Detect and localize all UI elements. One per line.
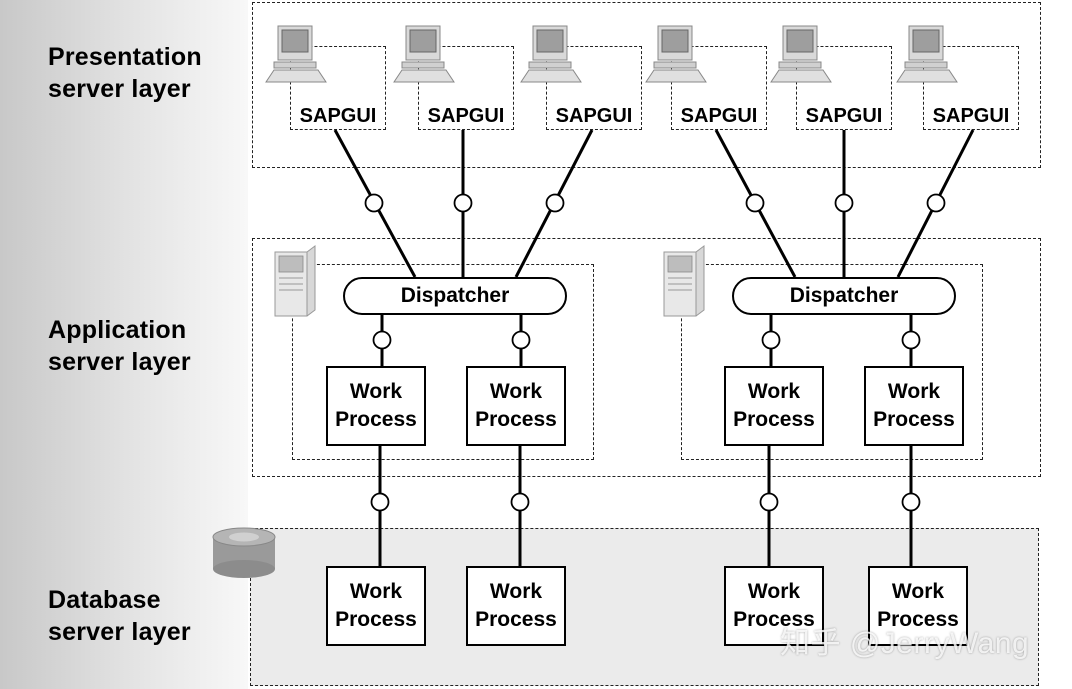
database-layer-label: Database server layer: [48, 586, 191, 646]
application-region: [252, 238, 1041, 477]
watermark: 知乎 @JerryWang: [780, 627, 1030, 660]
connector-node: [510, 492, 530, 512]
app-server-2-box: [681, 264, 983, 460]
connector-node: [901, 330, 921, 350]
server-icon: [663, 245, 705, 317]
connector-node: [372, 330, 392, 350]
connector-node: [370, 492, 390, 512]
computer-icon: [393, 25, 455, 83]
app-work-process-3: Work Process: [724, 366, 824, 446]
connector-node: [511, 330, 531, 350]
db-work-process-4: Work Process: [868, 566, 968, 646]
sapgui-label: SAPGUI: [299, 105, 377, 127]
presentation-layer-label: Presentation server layer: [48, 43, 202, 103]
app-work-process-2: Work Process: [466, 366, 566, 446]
presentation-region: [252, 2, 1041, 168]
connector-node: [761, 330, 781, 350]
app-work-process-4: Work Process: [864, 366, 964, 446]
connector-node: [745, 193, 765, 213]
computer-icon: [645, 25, 707, 83]
connector-node: [834, 193, 854, 213]
computer-icons: [265, 25, 958, 83]
computer-icon: [896, 25, 958, 83]
db-work-process-1: Work Process: [326, 566, 426, 646]
server-icon: [274, 245, 316, 317]
sapgui-label: SAPGUI: [427, 105, 505, 127]
dispatcher-2: Dispatcher: [732, 277, 956, 315]
left-label-band: [0, 0, 248, 689]
connector-node: [759, 492, 779, 512]
computer-icon: [770, 25, 832, 83]
sapgui-label: SAPGUI: [555, 105, 633, 127]
sapgui-label: SAPGUI: [680, 105, 758, 127]
app-work-process-1: Work Process: [326, 366, 426, 446]
connector-node: [926, 193, 946, 213]
client-box-2: [418, 46, 514, 130]
application-layer-label: Application server layer: [48, 316, 191, 376]
connector-node: [364, 193, 384, 213]
db-work-process-3: Work Process: [724, 566, 824, 646]
connector-node: [545, 193, 565, 213]
connector-node: [453, 193, 473, 213]
app-server-1-box: [292, 264, 594, 460]
computer-icon: [265, 25, 327, 83]
computer-icon: [520, 25, 582, 83]
dispatcher-1: Dispatcher: [343, 277, 567, 315]
sapgui-label: SAPGUI: [805, 105, 883, 127]
db-work-process-2: Work Process: [466, 566, 566, 646]
connector-node: [901, 492, 921, 512]
database-icon: [212, 527, 276, 578]
sapgui-label: SAPGUI: [932, 105, 1010, 127]
